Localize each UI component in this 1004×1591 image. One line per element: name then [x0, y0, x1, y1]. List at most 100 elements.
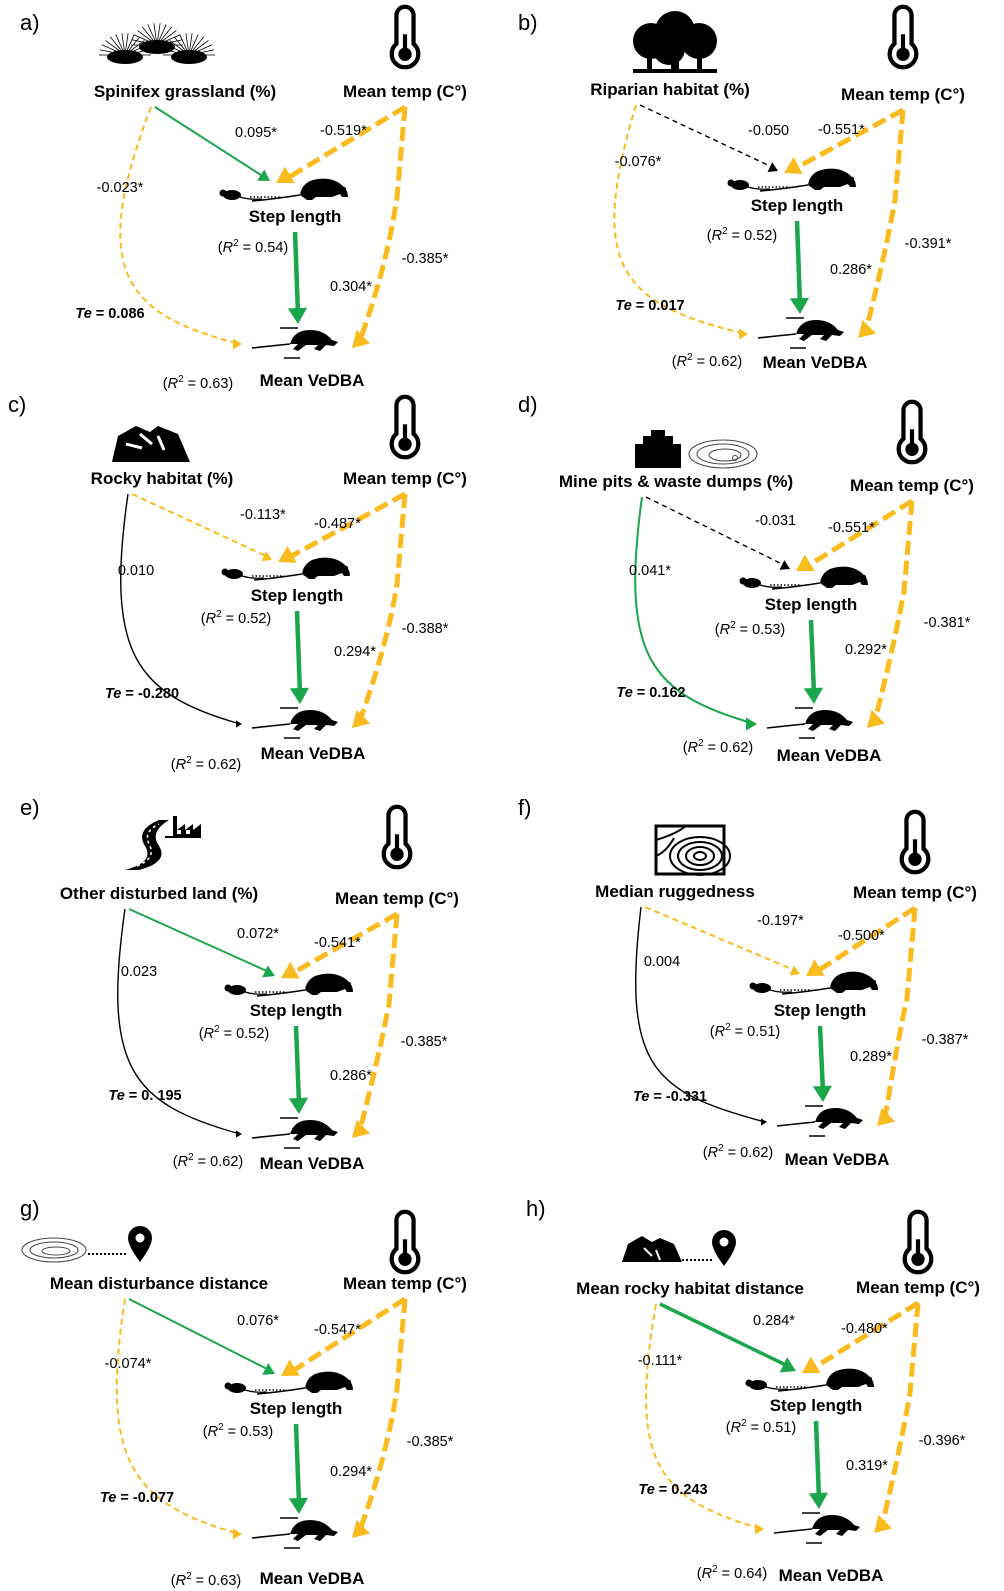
- coef-predictor-vedba: -0.074*: [105, 1356, 152, 1372]
- coef-step-vedba: 0.294*: [334, 644, 376, 660]
- running-rat-icon: [766, 707, 854, 739]
- coef-temp-vedba: -0.396*: [919, 1433, 966, 1449]
- small-rat-icon: [223, 1381, 268, 1394]
- rock-distance-icon: [622, 1230, 736, 1266]
- step-r2: (R2 = 0.51): [726, 1418, 796, 1436]
- predictor-label: Mean rocky habitat distance: [576, 1279, 804, 1298]
- step-r2: (R2 = 0.52): [201, 609, 271, 627]
- thermometer-icon: [392, 397, 419, 458]
- panel-b: b)Riparian habitat (%)Mean temp (C°)Step…: [518, 7, 965, 372]
- step-to-vedba-arrow: [813, 1420, 822, 1500]
- thermometer-icon: [890, 7, 917, 68]
- temp-to-step-arrow: [792, 107, 905, 172]
- arrow-head: [796, 554, 815, 571]
- predictor-to-step-arrow: [131, 493, 267, 557]
- arrow-head: [808, 1492, 829, 1509]
- arrow-head: [281, 1359, 300, 1376]
- large-rat-icon: [256, 1370, 354, 1395]
- predictor-to-vedba-arrow: [635, 906, 766, 1123]
- predictor-to-step-arrow: [128, 908, 270, 973]
- vedba-label: Mean VeDBA: [260, 1154, 365, 1173]
- coef-temp-vedba: -0.385*: [407, 1434, 454, 1450]
- panel-e: e)Other disturbed land (%)Mean temp (C°)…: [20, 795, 459, 1173]
- large-rat-icon: [759, 167, 857, 192]
- panel-label: b): [518, 10, 538, 35]
- arrow-head: [789, 965, 800, 976]
- vedba-r2: (R2 = 0.63): [171, 1571, 241, 1589]
- predictor-to-step-arrow: [128, 1298, 270, 1371]
- panel-d: d)Mine pits & waste dumps (%)Mean temp (…: [518, 392, 974, 765]
- arrow-head: [233, 338, 242, 350]
- temp-to-step-arrow: [289, 911, 399, 977]
- predictor-to-vedba-arrow: [613, 104, 747, 335]
- step-r2: (R2 = 0.52): [199, 1024, 269, 1042]
- coef-predictor-step: 0.072*: [237, 926, 279, 942]
- coef-temp-step: -0.547*: [314, 1322, 361, 1338]
- thermometer-icon: [899, 402, 926, 463]
- arrow-head: [739, 328, 748, 340]
- step-length-label: Step length: [249, 207, 342, 226]
- arrow-head: [352, 709, 371, 728]
- arrow-head: [812, 1085, 832, 1102]
- coef-predictor-vedba: 0.023: [121, 964, 157, 980]
- coef-temp-vedba: -0.385*: [401, 1034, 448, 1050]
- thermometer-icon: [384, 807, 411, 868]
- step-r2: (R2 = 0.52): [707, 226, 777, 244]
- running-rat-icon: [251, 327, 339, 359]
- arrow-head: [867, 709, 886, 728]
- temp-label: Mean temp (C°): [343, 469, 467, 488]
- arrow-head: [352, 329, 371, 348]
- predictor-label: Rocky habitat (%): [91, 469, 234, 488]
- step-to-vedba-arrow: [292, 231, 301, 315]
- arrow-head: [261, 551, 272, 562]
- panel-c: c)Rocky habitat (%)Mean temp (C°)Step le…: [8, 392, 467, 773]
- arrow-head: [352, 1119, 371, 1138]
- arrow-head: [288, 1097, 309, 1114]
- vedba-r2: (R2 = 0.63): [163, 374, 233, 392]
- step-length-label: Step length: [251, 586, 344, 605]
- coef-predictor-step: -0.113*: [240, 507, 286, 523]
- coef-predictor-step: -0.050: [748, 123, 789, 139]
- coef-predictor-vedba: -0.076*: [615, 154, 662, 170]
- coef-temp-step: -0.480*: [841, 1321, 888, 1337]
- te-value: Te = -0.077: [100, 1490, 174, 1506]
- temp-to-vedba-arrow: [357, 1298, 408, 1531]
- temp-label: Mean temp (C°): [343, 1274, 467, 1293]
- vedba-label: Mean VeDBA: [777, 746, 882, 765]
- arrow-head: [262, 965, 275, 978]
- large-rat-icon: [253, 556, 351, 581]
- predictor-to-step-arrow: [154, 106, 265, 178]
- step-length-label: Step length: [770, 1396, 863, 1415]
- temp-label: Mean temp (C°): [343, 82, 467, 101]
- predictor-to-step-arrow: [659, 1302, 791, 1369]
- coef-step-vedba: 0.286*: [330, 1068, 372, 1084]
- predictor-to-vedba-arrow: [117, 908, 241, 1135]
- arrow-head: [755, 1523, 764, 1535]
- mine-pit-icon: [635, 430, 758, 469]
- step-length-label: Step length: [250, 1399, 343, 1418]
- te-value: Te = 0.162: [616, 685, 685, 701]
- thermometer-icon: [392, 1212, 419, 1273]
- coef-temp-vedba: -0.385*: [402, 251, 449, 267]
- small-rat-icon: [220, 567, 265, 580]
- large-rat-icon: [777, 1367, 875, 1392]
- coef-predictor-step: 0.284*: [753, 1313, 795, 1329]
- arrow-head: [877, 1107, 896, 1126]
- arrow-head: [352, 1519, 371, 1538]
- predictor-to-vedba-arrow: [119, 106, 241, 345]
- step-to-vedba-arrow: [293, 1025, 302, 1105]
- large-rat-icon: [256, 972, 354, 997]
- te-value: Te = -0.280: [105, 686, 179, 702]
- panel-label: a): [20, 10, 40, 35]
- running-rat-icon: [251, 1117, 339, 1149]
- temp-to-vedba-arrow: [357, 106, 408, 341]
- coef-temp-step: -0.519*: [320, 123, 367, 139]
- te-value: Te = 0.086: [75, 306, 144, 322]
- step-to-vedba-arrow: [794, 220, 803, 305]
- vedba-label: Mean VeDBA: [260, 371, 365, 390]
- arrow-head: [779, 1357, 796, 1373]
- coef-step-vedba: 0.289*: [850, 1049, 892, 1065]
- coef-temp-step: -0.551*: [818, 122, 865, 138]
